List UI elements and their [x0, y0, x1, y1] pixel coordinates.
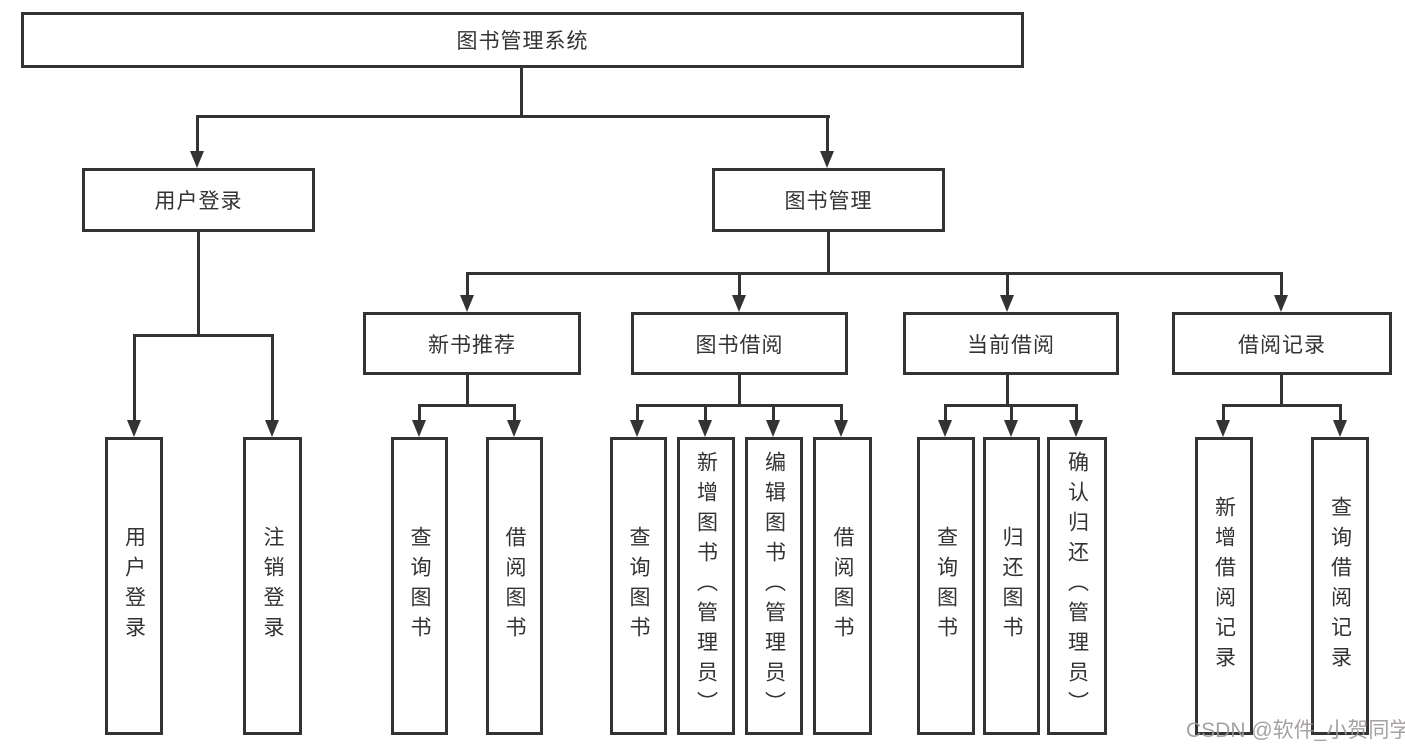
leaf-add-book-admin-label: 新增图书（管理员）	[694, 451, 718, 721]
connector-vline	[520, 66, 523, 117]
connector-hline	[418, 404, 516, 407]
node-user-login: 用户登录	[82, 168, 315, 232]
arrow-down-icon	[1000, 295, 1014, 312]
connector-hline	[466, 272, 1283, 275]
node-root-label: 图书管理系统	[456, 30, 589, 53]
connector-vline	[704, 404, 707, 422]
node-borrow-records: 借阅记录	[1172, 312, 1392, 375]
connector-vline	[133, 334, 136, 422]
leaf-add-book-admin: 新增图书（管理员）	[677, 437, 735, 735]
connector-vline	[738, 272, 741, 297]
connector-vline	[1280, 272, 1283, 297]
leaf-edit-book-admin-label: 编辑图书（管理员）	[762, 451, 786, 721]
connector-vline	[1280, 373, 1283, 406]
connector-vline	[1010, 404, 1013, 422]
leaf-query-books-current: 查询图书	[917, 437, 975, 735]
connector-vline	[271, 334, 274, 422]
csdn-watermark: CSDN @软件_小贺同学	[1186, 719, 1405, 742]
arrow-down-icon	[698, 420, 712, 437]
arrow-down-icon	[1274, 295, 1288, 312]
arrow-down-icon	[1004, 420, 1018, 437]
connector-hline	[636, 404, 843, 407]
node-user-login-label: 用户登录	[154, 190, 243, 213]
connector-vline	[1006, 272, 1009, 297]
node-book-borrow: 图书借阅	[631, 312, 848, 375]
connector-vline	[840, 404, 843, 422]
arrow-down-icon	[190, 151, 204, 168]
leaf-add-borrow-record: 新增借阅记录	[1195, 437, 1253, 735]
connector-vline	[466, 373, 469, 406]
arrow-down-icon	[412, 420, 426, 437]
leaf-query-books-recommend: 查询图书	[391, 437, 448, 735]
node-borrow-records-label: 借阅记录	[1238, 333, 1326, 357]
leaf-query-books-borrow: 查询图书	[610, 437, 667, 735]
connector-vline	[418, 404, 421, 422]
node-current-borrow: 当前借阅	[903, 312, 1119, 375]
connector-vline	[826, 115, 829, 152]
connector-vline	[636, 404, 639, 422]
leaf-add-borrow-record-label: 新增借阅记录	[1212, 496, 1236, 676]
connector-hline	[133, 334, 274, 337]
node-new-book-recommend: 新书推荐	[363, 312, 581, 375]
leaf-return-book-label: 归还图书	[1000, 526, 1023, 646]
arrow-down-icon	[938, 420, 952, 437]
leaf-confirm-return-admin: 确认归还（管理员）	[1047, 437, 1107, 735]
connector-vline	[513, 404, 516, 422]
node-new-book-recommend-label: 新书推荐	[428, 333, 516, 357]
connector-vline	[944, 404, 947, 422]
arrow-down-icon	[1216, 420, 1230, 437]
node-current-borrow-label: 当前借阅	[967, 333, 1055, 357]
leaf-borrow-books-label: 借阅图书	[831, 526, 854, 646]
arrow-down-icon	[460, 295, 474, 312]
connector-vline	[827, 230, 830, 275]
connector-vline	[772, 404, 775, 422]
connector-vline	[1222, 404, 1225, 422]
leaf-query-books-current-label: 查询图书	[934, 526, 958, 646]
arrow-down-icon	[507, 420, 521, 437]
leaf-query-books-recommend-label: 查询图书	[408, 526, 431, 646]
arrow-down-icon	[630, 420, 644, 437]
leaf-query-books-borrow-label: 查询图书	[627, 526, 650, 646]
connector-hline	[1222, 404, 1342, 407]
connector-vline	[1075, 404, 1078, 422]
leaf-logout: 注销登录	[243, 437, 302, 735]
arrow-down-icon	[1069, 420, 1083, 437]
node-book-borrow-label: 图书借阅	[695, 333, 784, 357]
node-book-management-label: 图书管理	[784, 190, 873, 213]
node-book-management: 图书管理	[712, 168, 945, 232]
node-root: 图书管理系统	[21, 12, 1024, 68]
arrow-down-icon	[732, 295, 746, 312]
leaf-borrow-books-recommend: 借阅图书	[486, 437, 543, 735]
connector-vline	[466, 272, 469, 297]
arrow-down-icon	[265, 420, 279, 437]
connector-vline	[196, 115, 199, 152]
connector-hline	[196, 115, 830, 118]
arrow-down-icon	[834, 420, 848, 437]
arrow-down-icon	[766, 420, 780, 437]
arrow-down-icon	[127, 420, 141, 437]
leaf-borrow-books-recommend-label: 借阅图书	[503, 526, 526, 646]
arrow-down-icon	[1333, 420, 1347, 437]
leaf-query-borrow-record: 查询借阅记录	[1311, 437, 1369, 735]
connector-vline	[197, 230, 200, 336]
leaf-user-login-label: 用户登录	[122, 526, 146, 646]
leaf-query-borrow-record-label: 查询借阅记录	[1328, 496, 1352, 676]
connector-vline	[1339, 404, 1342, 422]
leaf-borrow-books: 借阅图书	[813, 437, 872, 735]
arrow-down-icon	[820, 151, 834, 168]
leaf-logout-label: 注销登录	[261, 526, 284, 646]
connector-vline	[1006, 373, 1009, 406]
leaf-return-book: 归还图书	[983, 437, 1040, 735]
connector-vline	[738, 373, 741, 406]
leaf-confirm-return-admin-label: 确认归还（管理员）	[1065, 451, 1089, 721]
leaf-user-login: 用户登录	[105, 437, 163, 735]
leaf-edit-book-admin: 编辑图书（管理员）	[745, 437, 803, 735]
